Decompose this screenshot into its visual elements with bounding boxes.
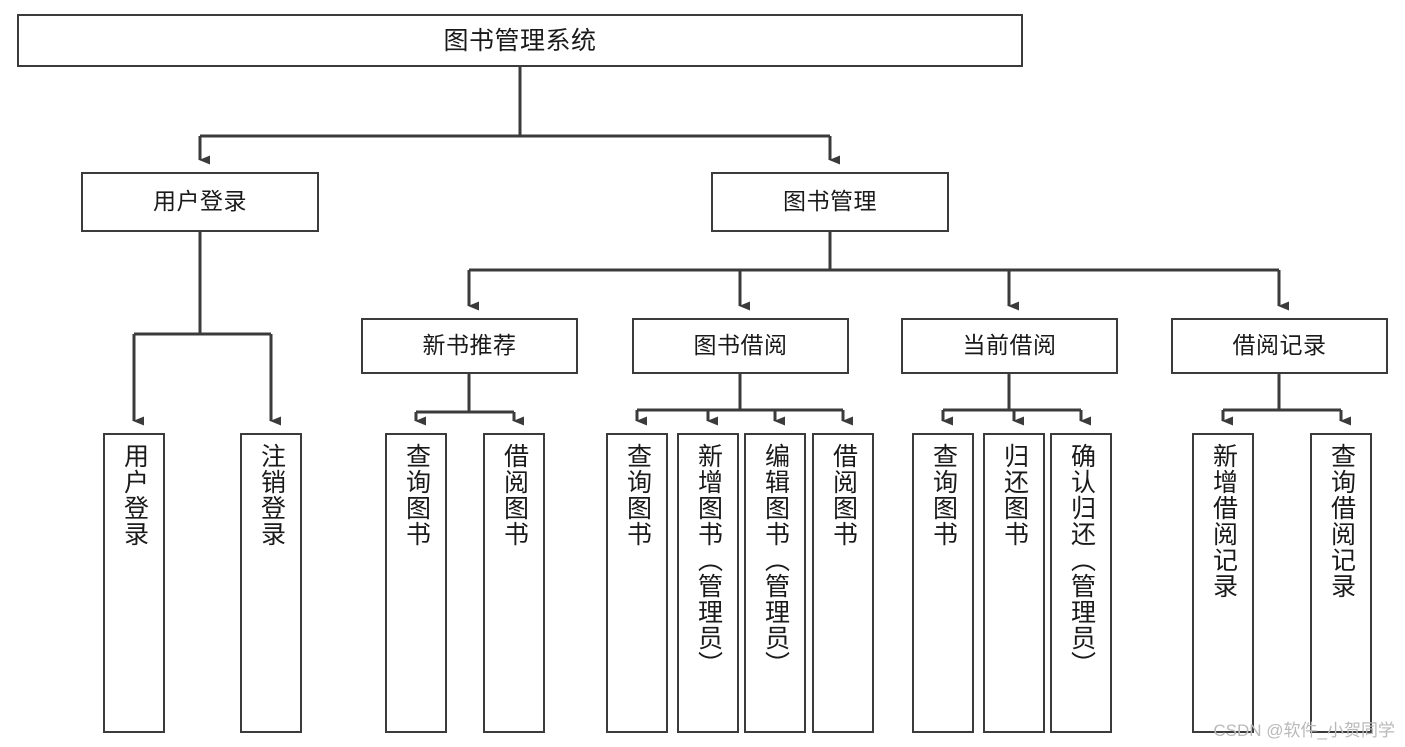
leaf-current-return-books[interactable]: 归还图书 (983, 433, 1045, 733)
node-current-borrow-label: 当前借阅 (962, 332, 1057, 359)
leaf-borrow-edit-book-admin-label: 编辑图书（管理员） (761, 443, 790, 677)
leaf-newbook-query-books[interactable]: 查询图书 (385, 433, 447, 733)
leaf-borrow-query-books[interactable]: 查询图书 (606, 433, 668, 733)
node-root[interactable]: 图书管理系统 (17, 14, 1023, 67)
node-book-management[interactable]: 图书管理 (711, 172, 949, 232)
leaf-current-return-books-label: 归还图书 (1000, 443, 1029, 547)
node-root-label: 图书管理系统 (443, 26, 597, 55)
leaf-records-query-record-label: 查询借阅记录 (1327, 443, 1356, 599)
leaf-records-add-record[interactable]: 新增借阅记录 (1192, 433, 1254, 733)
leaf-borrow-add-book-admin[interactable]: 新增图书（管理员） (677, 433, 739, 733)
leaf-newbook-borrow-books-label: 借阅图书 (500, 443, 529, 547)
node-book-management-label: 图书管理 (783, 188, 877, 215)
leaf-borrow-edit-book-admin[interactable]: 编辑图书（管理员） (744, 433, 806, 733)
leaf-records-query-record[interactable]: 查询借阅记录 (1310, 433, 1372, 733)
node-current-borrow[interactable]: 当前借阅 (901, 318, 1118, 374)
leaf-borrow-add-book-admin-label: 新增图书（管理员） (694, 443, 723, 677)
watermark: CSDN @软件_小贺同学 (1213, 721, 1395, 740)
leaf-user-login-label: 用户登录 (120, 443, 149, 547)
leaf-current-confirm-return-admin[interactable]: 确认归还（管理员） (1050, 433, 1112, 733)
leaf-user-login[interactable]: 用户登录 (103, 433, 165, 733)
leaf-newbook-borrow-books[interactable]: 借阅图书 (483, 433, 545, 733)
leaf-newbook-query-books-label: 查询图书 (402, 443, 431, 547)
leaf-current-query-books[interactable]: 查询图书 (912, 433, 974, 733)
node-new-book-recommend-label: 新书推荐 (422, 332, 517, 359)
leaf-current-query-books-label: 查询图书 (929, 443, 958, 547)
leaf-borrow-borrow-books-label: 借阅图书 (829, 443, 858, 547)
node-book-borrow[interactable]: 图书借阅 (632, 318, 849, 374)
node-user-login[interactable]: 用户登录 (81, 172, 319, 232)
leaf-borrow-query-books-label: 查询图书 (623, 443, 652, 547)
leaf-borrow-borrow-books[interactable]: 借阅图书 (812, 433, 874, 733)
leaf-current-confirm-return-admin-label: 确认归还（管理员） (1067, 443, 1096, 677)
leaf-logout-label: 注销登录 (257, 443, 286, 547)
node-borrow-records[interactable]: 借阅记录 (1171, 318, 1388, 374)
node-book-borrow-label: 图书借阅 (693, 332, 788, 359)
node-user-login-label: 用户登录 (153, 188, 247, 215)
leaf-logout[interactable]: 注销登录 (240, 433, 302, 733)
leaf-records-add-record-label: 新增借阅记录 (1209, 443, 1238, 599)
node-borrow-records-label: 借阅记录 (1232, 332, 1327, 359)
node-new-book-recommend[interactable]: 新书推荐 (361, 318, 578, 374)
